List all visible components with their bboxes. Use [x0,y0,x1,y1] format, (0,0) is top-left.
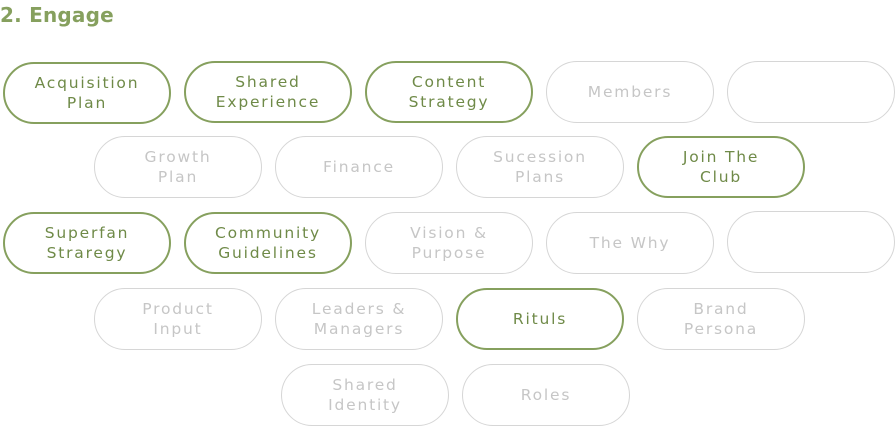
pill-sucession-plans[interactable]: Sucession Plans [456,136,624,198]
pill-growth-plan[interactable]: Growth Plan [94,136,262,198]
pill-empty-2[interactable] [727,211,895,273]
pill-leaders-managers[interactable]: Leaders & Managers [275,288,443,350]
section-title: 2. Engage [0,3,114,27]
pill-the-why[interactable]: The Why [546,212,714,274]
pill-roles[interactable]: Roles [462,364,630,426]
pill-members[interactable]: Members [546,61,714,123]
pill-community-guidelines[interactable]: Community Guidelines [184,212,352,274]
pill-content-strategy[interactable]: Content Strategy [365,61,533,123]
pill-superfan-straregy[interactable]: Superfan Straregy [3,212,171,274]
pill-shared-experience[interactable]: Shared Experience [184,61,352,123]
pill-product-input[interactable]: Product Input [94,288,262,350]
pill-finance[interactable]: Finance [275,136,443,198]
pill-empty-1[interactable] [727,61,895,123]
pill-join-the-club[interactable]: Join The Club [637,136,805,198]
pill-acquisition-plan[interactable]: Acquisition Plan [3,62,171,124]
pill-vision-purpose[interactable]: Vision & Purpose [365,212,533,274]
pill-rituls[interactable]: Rituls [456,288,624,350]
pill-brand-persona[interactable]: Brand Persona [637,288,805,350]
pill-shared-identity[interactable]: Shared Identity [281,364,449,426]
